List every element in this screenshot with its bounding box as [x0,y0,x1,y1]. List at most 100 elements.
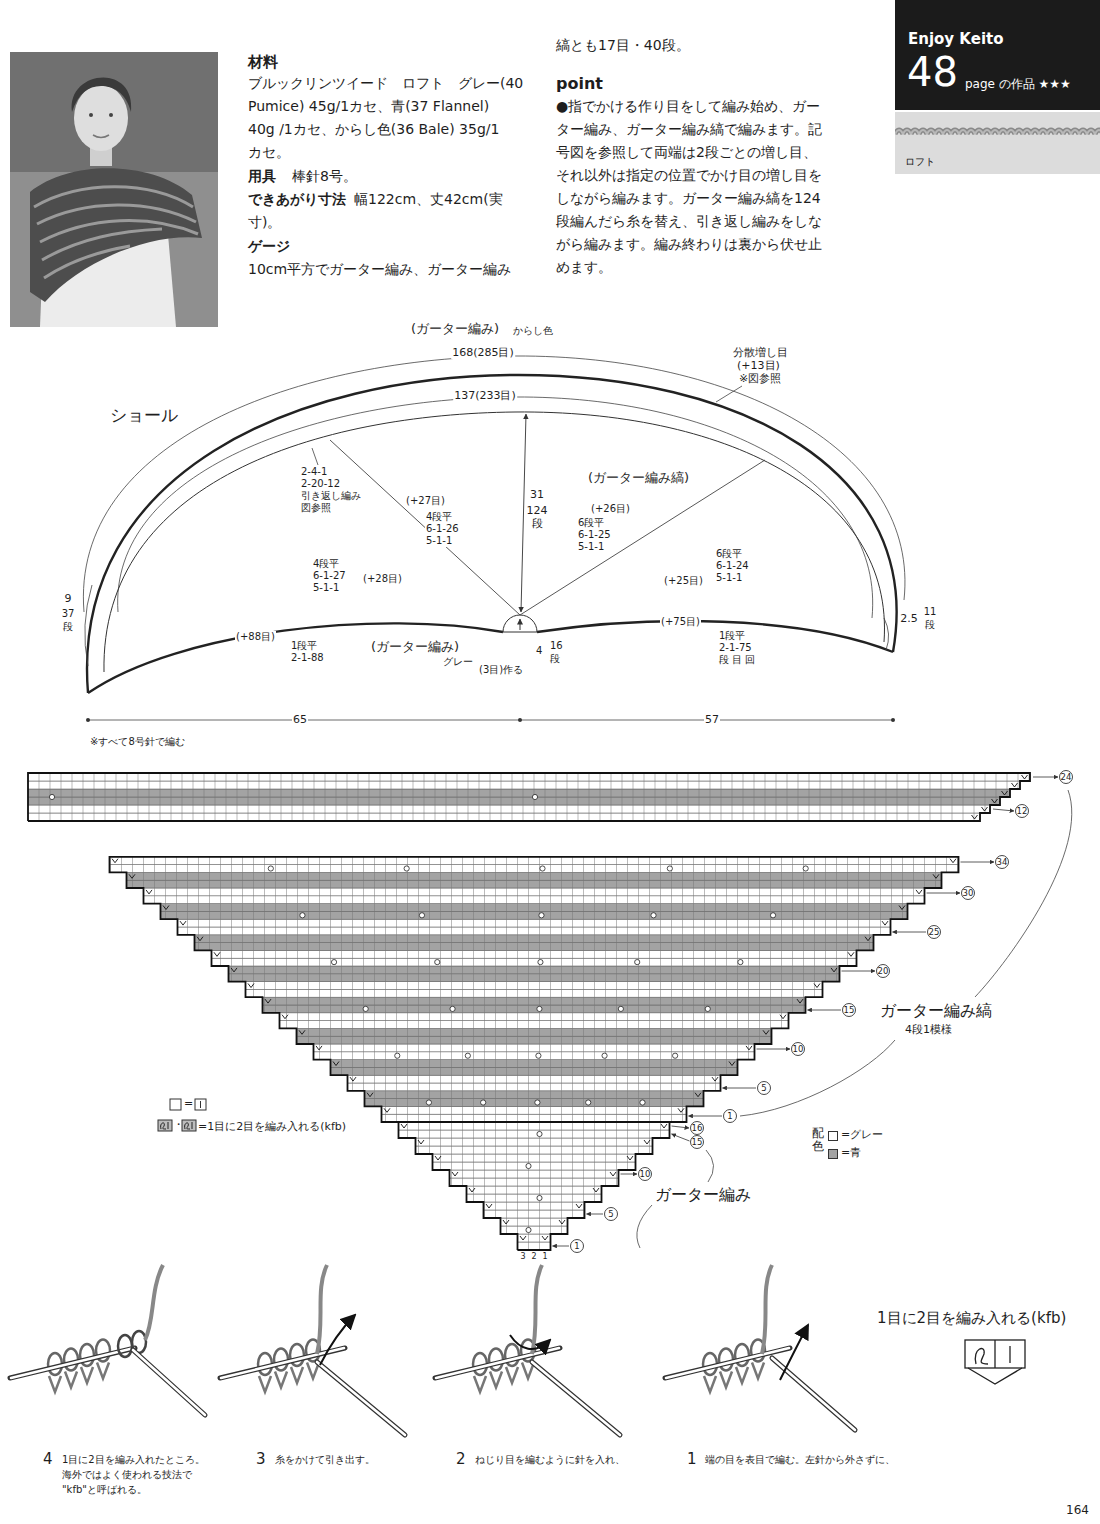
text-label: 6-1-27 [312,570,347,582]
leader-line [706,1150,714,1182]
text-label: 57 [704,713,720,726]
chart-row [433,1154,636,1162]
chart-row [246,982,823,990]
text-label: グレー [442,656,474,668]
yarn-over-symbol [770,913,775,918]
node-text: ロフト [903,156,937,168]
yarn-over-symbol [539,913,544,918]
chart-row [382,1114,687,1122]
text-label: 1段平 [718,630,746,642]
callout-number: 24 [1061,773,1072,782]
leader-line [975,790,1072,997]
row-arrow [842,971,876,972]
yarn-over-symbol [602,1053,607,1058]
chart-row [501,1218,568,1226]
text-label: 図参照 [300,502,332,514]
yarn-over-symbol [465,1053,470,1058]
text-label: (+88目) [235,631,276,643]
callout-number: 34 [997,858,1008,867]
yarn-over-symbol [537,1195,542,1200]
leader-line [740,1040,895,1116]
text-label: 縞とも17目・40段。 [556,37,690,54]
text-label: 4段平 [425,511,453,523]
text-label: 6-1-25 [577,529,612,541]
chart-row [314,1044,755,1052]
chart-row [297,1036,772,1044]
text-label: ねじり目を編むように針を入れ、 [475,1454,625,1466]
callout-number: 15 [844,1006,855,1015]
text-label: 1目に2目を編み入れる(kfb) [877,1309,1066,1327]
shawl-schematic [83,356,905,722]
chart-row [314,1052,755,1060]
chart-row [280,1021,789,1029]
text-label: 端の目を表目で編む。左針から外さずに、 [705,1454,895,1466]
stitch-illustration [220,1265,405,1435]
chart-row [416,1146,653,1154]
chart-row [382,1106,687,1114]
text-label: 1 [542,1252,547,1262]
row-arrow [621,1174,638,1175]
text-label: (+27目) [405,495,446,507]
yarn-over-symbol [705,1006,710,1011]
callout-number: 12 [1017,807,1028,816]
chart-row [467,1194,602,1202]
text-label: 材料 [248,53,278,71]
callout-circle [691,1122,704,1135]
yarn-over-symbol [537,1131,542,1136]
callout-number: 30 [963,889,974,898]
legend-text: =1目に2目を編み入れる(kfb) [198,1120,346,1133]
text-label: ゲージ [248,238,290,255]
text-label: それ以外は指定の位置でかけ目の増し目を [556,167,822,184]
chart-row [110,857,959,865]
yarn-over-symbol [481,1100,486,1105]
chart-row [28,805,990,813]
text-label: 164 [1066,1503,1089,1517]
legend-text: =グレー [841,1128,883,1141]
text-label: 段編んだら糸を替え、引き返し編みをしな [556,213,822,230]
text-label: 137(233目) [453,389,517,402]
chart-row [110,865,959,873]
text-label: (+13目) [736,359,781,372]
text-label: ●指でかける作り目をして編み始め、ガー [556,98,820,115]
grid-lines [39,773,1029,821]
text-label: 段 [924,619,936,631]
text-label: 段 [62,621,74,633]
yarn-over-symbol [586,1100,591,1105]
chart-row [467,1186,602,1194]
stitch-illustration [665,1265,855,1430]
yarn-over-symbol [526,1163,531,1168]
chart-row [365,1091,704,1099]
chart-row [365,1099,704,1107]
text-label: 6段平 [715,548,743,560]
yarn-over-symbol [673,1053,678,1058]
yarn-over-symbol [540,866,545,871]
text-label: 4段平 [312,558,340,570]
text-label: 2 [456,1450,466,1468]
stitch-illustration [10,1265,205,1415]
yarn-over-symbol [268,866,273,871]
text-label: "kfb"と呼ばれる。 [62,1484,147,1496]
text-label: 10cm平方でガーター編み、ガーター編み [248,261,511,278]
chart-row [416,1138,653,1146]
callout-circle [758,1082,771,1095]
text-label: ター編み、ガーター編み縞で編みます。記 [556,121,822,138]
section-divider [399,1121,670,1123]
yarn-over-symbol [618,1006,623,1011]
yarn-over-symbol [526,1227,531,1232]
chart-row [127,872,942,880]
callout-number: 5 [761,1084,766,1093]
callout-circle [996,856,1009,869]
text-label: しながら編みます。ガーター編み縞を124 [556,190,821,207]
leader-line [637,1205,652,1248]
chart-row [127,880,942,888]
text-label: (3目)作る [478,664,524,676]
row-arrow [927,893,961,894]
text-label: 2 [531,1252,536,1262]
text-label: (ガーター編み) [370,639,460,655]
text-label: 5-1-1 [312,582,340,594]
chart-row [331,1067,738,1075]
text-label: 3 [256,1450,266,1468]
header-box: Enjoy Keito48page の作品 ★★★ [895,0,1100,110]
text-label: 2.5 [899,612,919,625]
text-label: 1段平 [290,640,318,652]
